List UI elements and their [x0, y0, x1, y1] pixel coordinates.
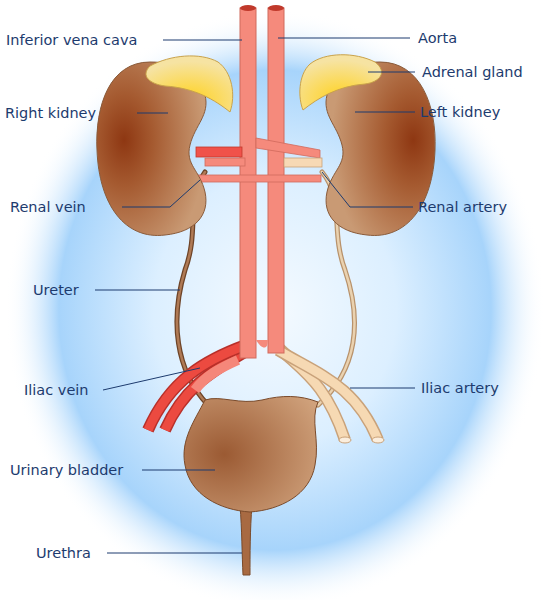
part-label: Right kidney [5, 104, 96, 122]
part-label: Renal vein [10, 198, 86, 216]
part-label: Adrenal gland [422, 63, 523, 81]
part-label: Left kidney [420, 103, 500, 121]
part-label: Urethra [36, 544, 91, 562]
part-label: Inferior vena cava [6, 31, 137, 49]
part-label: Renal artery [418, 198, 507, 216]
bladder-shape [184, 396, 318, 512]
left-adrenal-shape [300, 55, 382, 110]
urethra-tube [240, 505, 252, 575]
right-adrenal-shape [146, 56, 233, 112]
part-label: Iliac artery [421, 379, 499, 397]
part-label: Iliac vein [24, 381, 89, 399]
part-label: Urinary bladder [10, 461, 123, 479]
main-vessels [196, 5, 322, 358]
leader-lines [95, 38, 415, 553]
part-label: Aorta [418, 29, 457, 47]
part-label: Ureter [33, 281, 79, 299]
